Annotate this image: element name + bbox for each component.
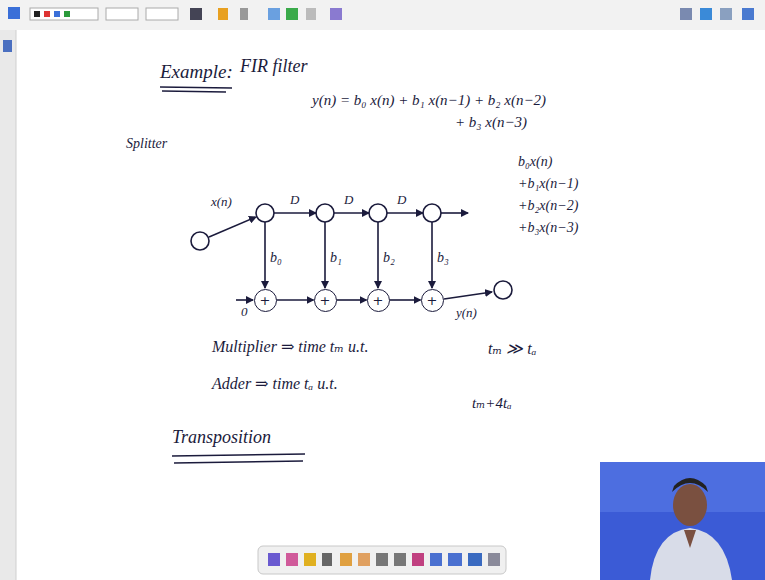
adder-node: + bbox=[421, 289, 444, 312]
input-zero: 0 bbox=[241, 305, 248, 319]
delay-label: D bbox=[344, 193, 353, 207]
adder-chain-arrow bbox=[337, 299, 367, 301]
coefficient: b₂ bbox=[383, 250, 395, 265]
adder-sign: + bbox=[260, 294, 271, 307]
sum-term: b₀x(n) bbox=[518, 154, 552, 169]
note: Adder ⇒ time tₐ u.t. bbox=[212, 375, 338, 393]
top-toolbar bbox=[0, 0, 765, 30]
double-underline bbox=[172, 454, 305, 456]
adder-sign: + bbox=[373, 294, 384, 307]
adder-chain-arrow bbox=[277, 299, 314, 301]
adder-node: + bbox=[367, 289, 390, 312]
sum-term: +b₃x(n−3) bbox=[518, 220, 578, 235]
toolbar-icons bbox=[8, 7, 754, 20]
equation: y(n) = b₀ x(n) + b₁ x(n−1) + b₂ x(n−2) bbox=[312, 92, 546, 109]
coefficient: b₁ bbox=[330, 250, 342, 265]
equation: + b₃ x(n−3) bbox=[455, 114, 527, 131]
underline bbox=[162, 91, 226, 92]
coefficient: b₃ bbox=[437, 250, 449, 265]
delay-label: D bbox=[397, 193, 406, 207]
signal-name: x(n) bbox=[211, 195, 232, 209]
coefficient: b₀ bbox=[270, 250, 282, 265]
page-icon bbox=[3, 40, 12, 52]
adder-chain-arrow bbox=[390, 299, 421, 301]
pen-toolbar bbox=[258, 546, 506, 574]
note: tₘ+4tₐ bbox=[472, 395, 512, 412]
sum-term: +b₂x(n−2) bbox=[518, 198, 578, 213]
delay-label: D bbox=[290, 193, 299, 207]
adder-node: + bbox=[254, 289, 277, 312]
section-heading: Transposition bbox=[172, 428, 271, 448]
note: tₘ ≫ tₐ bbox=[488, 340, 536, 358]
note: Splitter bbox=[126, 136, 167, 151]
sum-term: +b₁x(n−1) bbox=[518, 176, 578, 191]
fir-signal-flow bbox=[191, 204, 512, 300]
signal-name: y(n) bbox=[456, 306, 477, 320]
presenter-video bbox=[600, 462, 765, 580]
heading: FIR filter bbox=[240, 57, 307, 77]
adder-sign: + bbox=[320, 294, 331, 307]
side-strip bbox=[0, 30, 16, 580]
heading: Example: bbox=[160, 62, 233, 83]
adder-node: + bbox=[314, 289, 337, 312]
double-underline bbox=[174, 461, 303, 463]
note: Multiplier ⇒ time tₘ u.t. bbox=[212, 338, 369, 356]
underline bbox=[160, 87, 232, 88]
adder-sign: + bbox=[427, 294, 438, 307]
